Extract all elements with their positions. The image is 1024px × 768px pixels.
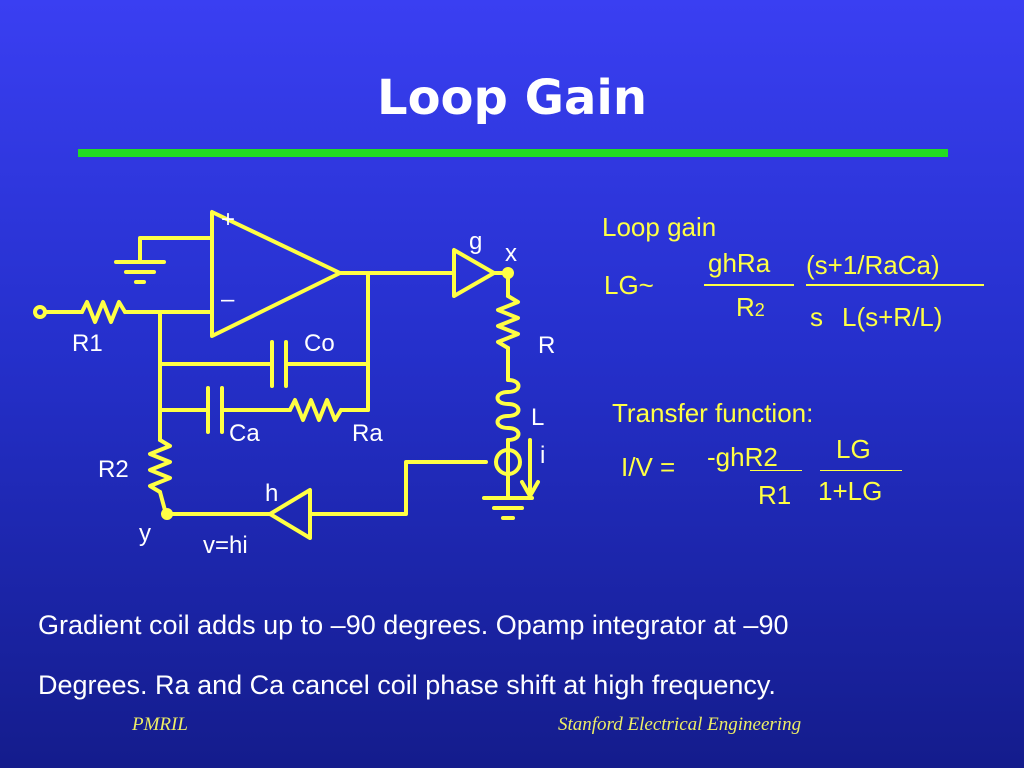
label-x: x bbox=[505, 240, 517, 267]
title-divider bbox=[78, 149, 948, 157]
loop-gain-den2-s: s bbox=[810, 302, 823, 332]
label-r2: R2 bbox=[98, 456, 129, 483]
label-g: g bbox=[469, 228, 483, 255]
loop-gain-den1-sub: 2 bbox=[754, 300, 765, 320]
body-line-1: Gradient coil adds up to –90 degrees. Op… bbox=[38, 610, 789, 640]
resistor-r2 bbox=[148, 438, 172, 494]
footer-left: PMRIL bbox=[132, 714, 188, 735]
opamp-plus-label: + bbox=[221, 206, 236, 233]
loop-gain-fraction-bar-2 bbox=[806, 284, 984, 286]
label-h: h bbox=[265, 480, 279, 507]
resistor-r1 bbox=[80, 300, 127, 324]
loop-gain-lhs: LG~ bbox=[604, 270, 654, 300]
page-title: Loop Gain bbox=[376, 70, 648, 126]
footer-right: Stanford Electrical Engineering bbox=[558, 714, 802, 735]
label-y: y bbox=[139, 520, 151, 547]
loop-gain-den1: R2 bbox=[736, 292, 765, 323]
loop-gain-num2: (s+1/RaCa) bbox=[806, 250, 940, 280]
loop-gain-den1-r: R bbox=[736, 292, 755, 322]
label-r: R bbox=[538, 332, 556, 359]
transfer-lhs: I/V = bbox=[621, 452, 676, 482]
loop-gain-den2: L(s+R/L) bbox=[842, 302, 943, 332]
resistor-ra bbox=[288, 398, 343, 422]
loop-gain-num1: ghRa bbox=[708, 248, 771, 278]
resistor-r bbox=[496, 294, 520, 350]
transfer-den2: 1+LG bbox=[818, 476, 883, 506]
label-i: i bbox=[540, 442, 546, 469]
buffer-g-symbol bbox=[452, 248, 496, 298]
transfer-fraction-bar-2 bbox=[820, 470, 902, 471]
transfer-num2: LG bbox=[836, 434, 871, 464]
loop-gain-heading: Loop gain bbox=[602, 212, 717, 242]
transfer-num1: -ghR2 bbox=[707, 442, 778, 472]
inductor-l bbox=[495, 378, 521, 442]
body-line-2: Degrees. Ra and Ca cancel coil phase shi… bbox=[38, 670, 776, 700]
transfer-den1: R1 bbox=[758, 480, 792, 510]
label-ra: Ra bbox=[352, 420, 383, 447]
label-l: L bbox=[531, 404, 545, 431]
label-co: Co bbox=[304, 330, 335, 357]
opamp-minus-label: – bbox=[221, 286, 235, 313]
transfer-fraction-bar-1 bbox=[750, 470, 802, 471]
loop-gain-fraction-bar-1 bbox=[704, 284, 794, 286]
label-r1: R1 bbox=[72, 330, 103, 357]
label-ca: Ca bbox=[229, 420, 260, 447]
opamp-symbol bbox=[210, 210, 342, 338]
label-v-hi: v=hi bbox=[203, 532, 248, 559]
transfer-heading: Transfer function: bbox=[612, 398, 814, 428]
